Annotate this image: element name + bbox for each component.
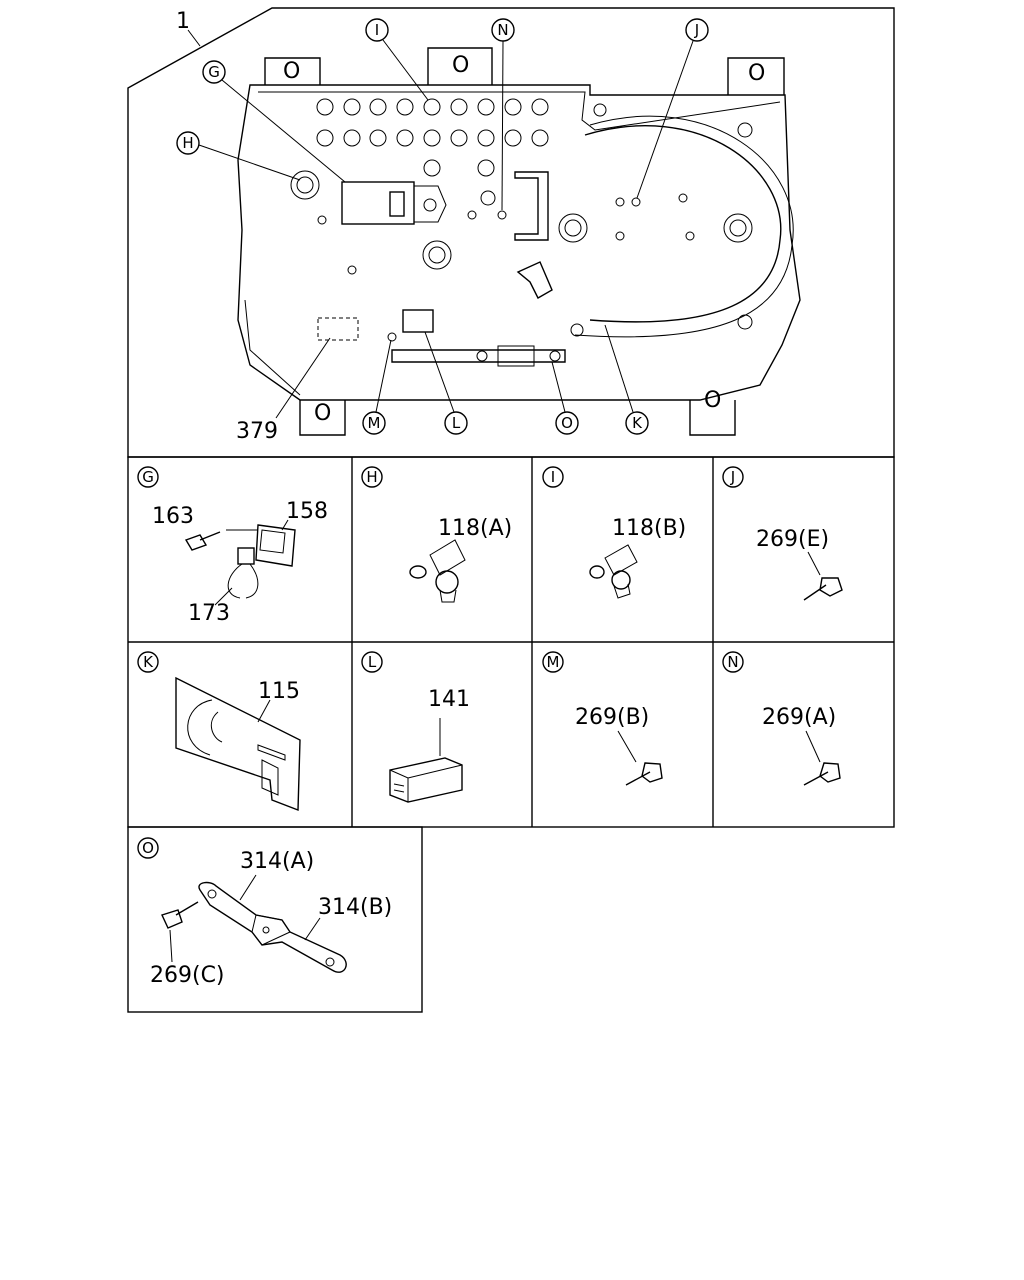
panel-o-letter: O	[142, 839, 154, 857]
panel-j-letter: J	[730, 468, 735, 486]
panel-i: I 118(B)	[542, 466, 686, 599]
callout-g: G	[202, 60, 346, 183]
tab-mark-3: O	[748, 61, 765, 86]
svg-text:H: H	[182, 134, 193, 152]
main-frame	[127, 7, 895, 458]
svg-text:K: K	[632, 414, 643, 432]
tab-mark-4: O	[314, 401, 331, 426]
part-269e: 269(E)	[756, 527, 829, 552]
svg-text:I: I	[375, 21, 379, 39]
detail-grid	[127, 456, 895, 1013]
svg-text:M: M	[368, 414, 381, 432]
part-314b: 314(B)	[318, 895, 392, 920]
assembly-leader	[187, 29, 201, 47]
part-314a: 314(A)	[240, 849, 314, 874]
part-118b: 118(B)	[612, 516, 686, 541]
svg-text:J: J	[694, 21, 699, 39]
callout-i: I	[365, 18, 429, 101]
svg-text:N: N	[497, 21, 508, 39]
panel-g: G 163 158 173	[137, 466, 328, 626]
part-269c: 269(C)	[150, 963, 225, 988]
instrument-cluster-drawing	[237, 47, 801, 436]
panel-l-letter: L	[368, 653, 377, 671]
part-label-379: 379	[236, 419, 278, 444]
part-158: 158	[286, 499, 328, 524]
svg-text:G: G	[208, 63, 220, 81]
callout-j: J	[636, 18, 709, 199]
part-118a: 118(A)	[438, 516, 512, 541]
panel-g-letter: G	[142, 468, 154, 486]
panel-n-letter: N	[727, 653, 738, 671]
panel-m-letter: M	[547, 653, 560, 671]
tab-mark-2: O	[452, 53, 469, 78]
panel-k: K 115	[137, 651, 301, 812]
panel-n: N 269(A)	[722, 651, 841, 786]
assembly-number-label: 1	[176, 9, 190, 34]
callout-k: K	[604, 324, 649, 435]
callout-h: H	[176, 131, 301, 181]
svg-text:L: L	[452, 414, 461, 432]
panel-l: L 141	[361, 651, 470, 803]
panel-j: J 269(E)	[722, 466, 843, 601]
part-269a: 269(A)	[762, 705, 836, 730]
leader-379	[275, 337, 331, 419]
part-141: 141	[428, 687, 470, 712]
panel-i-letter: I	[551, 468, 555, 486]
part-115: 115	[258, 679, 300, 704]
panel-k-letter: K	[143, 653, 154, 671]
panel-h-letter: H	[366, 468, 377, 486]
panel-m: M 269(B)	[542, 651, 663, 786]
panel-o: O 314(A) 314(B) 269(C)	[137, 837, 392, 988]
part-269b: 269(B)	[575, 705, 649, 730]
callout-m: M	[362, 339, 392, 435]
callout-n: N	[491, 18, 515, 211]
svg-text:O: O	[561, 414, 573, 432]
tab-mark-1: O	[283, 59, 300, 84]
panel-h: H 118(A)	[361, 466, 512, 603]
callout-l: L	[424, 331, 468, 435]
callout-o: O	[551, 361, 579, 435]
tab-mark-5: O	[704, 388, 721, 413]
part-173: 173	[188, 601, 230, 626]
part-163: 163	[152, 504, 194, 529]
